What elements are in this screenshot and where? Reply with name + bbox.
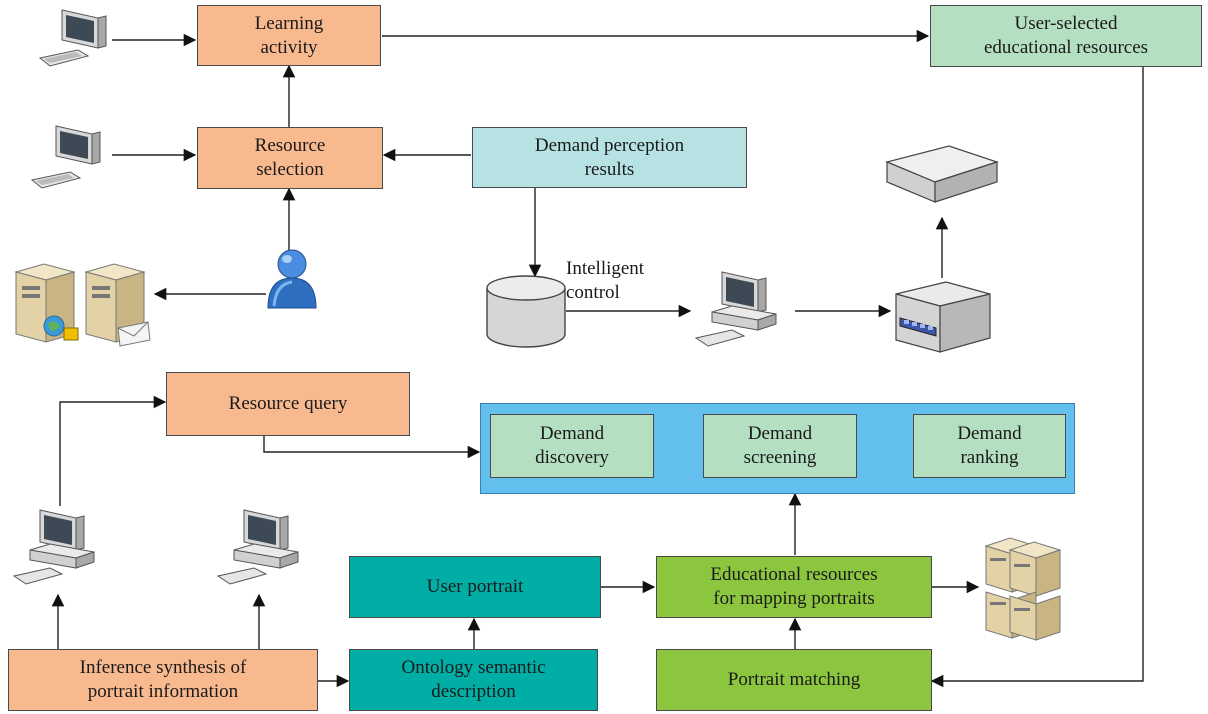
arrow-query-to-demand bbox=[263, 436, 481, 459]
desktop-computer-icon bbox=[216, 509, 299, 585]
desktop-computer-icon bbox=[30, 125, 101, 189]
portrait-matching-box: Portrait matching bbox=[656, 649, 932, 711]
demand-perception-box: Demand perception results bbox=[472, 127, 747, 188]
database-cylinder-icon bbox=[486, 275, 566, 348]
desktop-computer-icon bbox=[38, 9, 107, 67]
demand-discovery-box: Demand discovery bbox=[490, 414, 654, 478]
user-selected-resources-box: User-selected educational resources bbox=[930, 5, 1202, 67]
learning-activity-box: Learning activity bbox=[197, 5, 381, 66]
ontology-semantic-box: Ontology semantic description bbox=[349, 649, 598, 711]
arrow-left-to-query bbox=[59, 395, 167, 506]
server-tower-globe-icon bbox=[14, 263, 79, 343]
flat-device-icon bbox=[885, 145, 999, 203]
desktop-computer-icon bbox=[694, 271, 777, 347]
server-tower-mail-icon bbox=[84, 263, 151, 347]
educational-resources-mapping-box: Educational resources for mapping portra… bbox=[656, 556, 932, 618]
demand-ranking-box: Demand ranking bbox=[913, 414, 1066, 478]
user-portrait-box: User portrait bbox=[349, 556, 601, 618]
demand-screening-box: Demand screening bbox=[703, 414, 857, 478]
user-person-icon bbox=[267, 249, 317, 309]
resource-query-box: Resource query bbox=[166, 372, 410, 436]
arrow-userselected-to-matching bbox=[930, 67, 1144, 688]
server-rack-icon bbox=[984, 537, 1062, 641]
network-device-icon bbox=[895, 281, 991, 353]
inference-synthesis-box: Inference synthesis of portrait informat… bbox=[8, 649, 318, 711]
intelligent-control-label: Intelligent control bbox=[566, 258, 645, 303]
resource-selection-box: Resource selection bbox=[197, 127, 383, 189]
desktop-computer-icon bbox=[12, 509, 95, 585]
